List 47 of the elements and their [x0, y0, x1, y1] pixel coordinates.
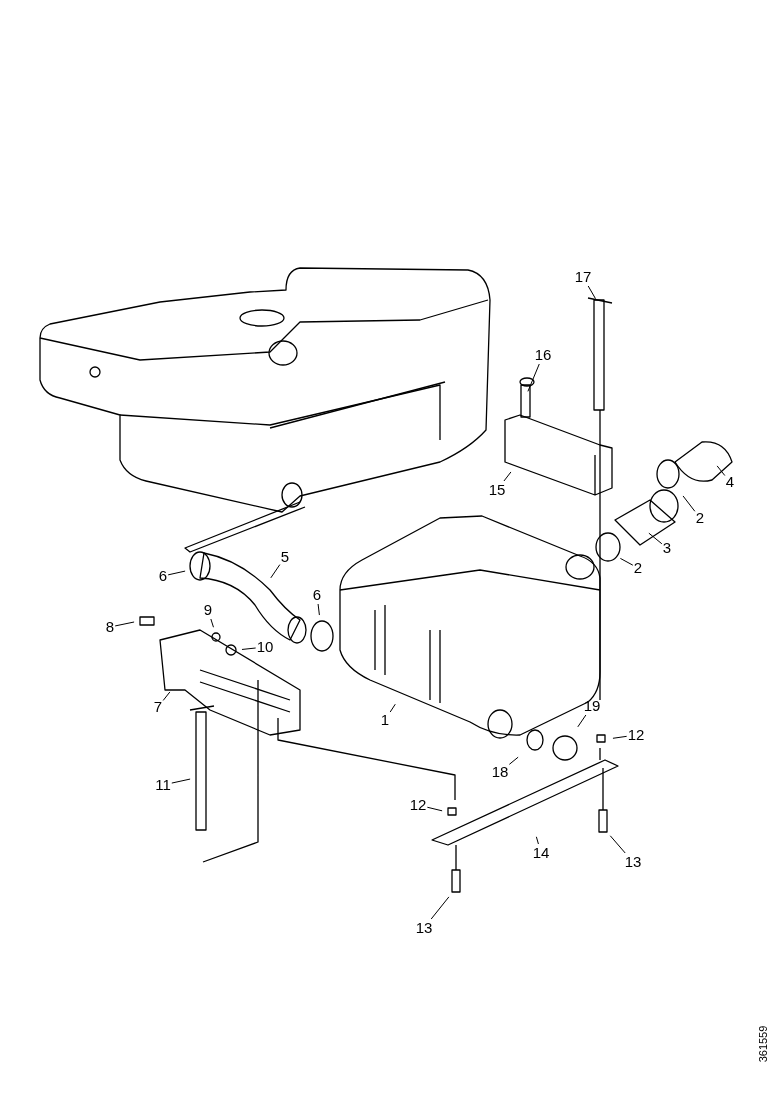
callout-number: 12 — [627, 727, 645, 743]
leader-line — [508, 756, 519, 765]
callout-number: 18 — [491, 764, 509, 780]
callout-number: 16 — [534, 347, 552, 363]
callout-number: 17 — [574, 269, 592, 285]
leader-line — [114, 621, 135, 627]
callout-number: 6 — [158, 568, 168, 584]
leader-line — [612, 735, 628, 739]
leader-line — [389, 703, 396, 713]
leader-line — [609, 835, 626, 854]
leader-line — [171, 778, 191, 784]
leader-line — [430, 896, 450, 920]
leader-line — [241, 647, 257, 650]
callout-number: 6 — [312, 587, 322, 603]
callout-number: 8 — [105, 619, 115, 635]
callout-number: 13 — [624, 854, 642, 870]
leader-line — [503, 471, 512, 482]
leader-line — [648, 532, 663, 545]
leader-line — [426, 806, 443, 812]
leader-line — [716, 465, 726, 477]
leader-line — [210, 618, 214, 628]
callout-number: 13 — [415, 920, 433, 936]
leader-line — [577, 714, 587, 728]
callout-number: 15 — [488, 482, 506, 498]
callout-number: 1 — [380, 712, 390, 728]
leader-line — [587, 285, 596, 300]
leader-line — [682, 495, 696, 512]
callout-number: 19 — [583, 698, 601, 714]
leader-line — [527, 363, 540, 392]
callout-number: 2 — [695, 510, 705, 526]
leader-line — [167, 570, 186, 576]
leader-line — [162, 691, 171, 701]
leader-line — [317, 603, 320, 616]
leader-line — [619, 557, 634, 566]
callout-number: 10 — [256, 639, 274, 655]
callout-number: 2 — [633, 560, 643, 576]
callout-number: 14 — [532, 845, 550, 861]
callout-number: 11 — [155, 777, 171, 793]
leader-line — [270, 564, 281, 579]
callout-number: 3 — [662, 540, 672, 556]
callout-number: 9 — [203, 602, 213, 618]
leader-line — [535, 836, 539, 845]
callout-number: 12 — [409, 797, 427, 813]
callout-number: 5 — [280, 549, 290, 565]
drawing-number: 361559 — [757, 1025, 770, 1063]
callout-number: 7 — [153, 699, 163, 715]
callout-number: 4 — [725, 474, 735, 490]
